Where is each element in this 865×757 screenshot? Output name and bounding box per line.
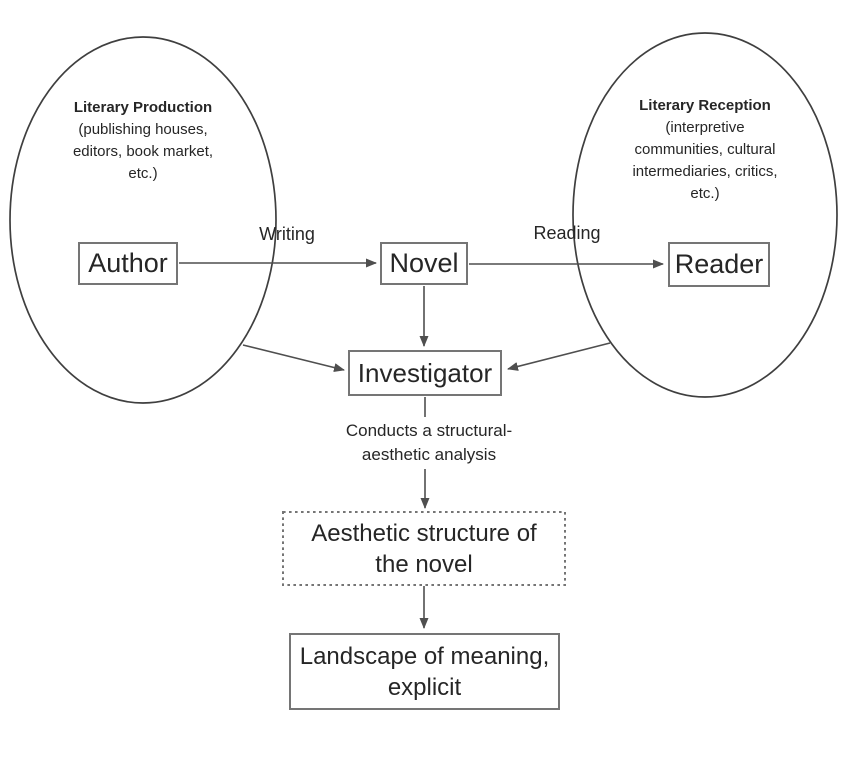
literary-reception-line: (interpretive [665,119,745,136]
literary-production-title: Literary Production [73,99,213,116]
author-node-label: Author [88,247,168,278]
aesthetic-structure-border [282,511,566,586]
landscape-line: explicit [387,673,462,701]
reading-label: Reading [533,223,601,243]
literary-reception-title: Literary Reception [639,97,771,114]
reader-node-label: Reader [674,248,764,279]
landscape-line: Landscape of meaning, [299,642,550,670]
reader-node: Reader [668,242,770,287]
aesthetic-structure-line: the novel [375,550,473,578]
arrow-reception-to-investigator [507,342,611,371]
investigator-node: Investigator [348,350,502,396]
literary-reception-label: Literary Reception (interpretive communi… [600,95,810,205]
writing-label: Writing [259,224,315,244]
analysis-label: Conducts a structural- aesthetic analysi… [320,417,538,469]
literary-production-line: etc.) [128,165,158,182]
analysis-line: aesthetic analysis [361,445,497,464]
landscape-node: Landscape of meaning, explicit [289,633,560,710]
literary-reception-line: intermediaries, critics, [632,163,778,180]
analysis-line: Conducts a structural- [345,421,513,440]
novel-node-label: Novel [389,247,459,278]
literary-production-line: (publishing houses, [78,121,208,138]
literary-reception-ellipse [572,32,838,398]
investigator-node-label: Investigator [357,357,493,388]
aesthetic-structure-node: Aesthetic structure of the novel [283,512,565,585]
literary-production-ellipse [9,36,277,404]
arrow-production-to-investigator [242,344,345,372]
literary-reception-line: etc.) [690,185,720,202]
literary-production-line: editors, book market, [72,143,214,160]
literary-production-label: Literary Production (publishing houses, … [43,97,243,185]
novel-node: Novel [380,242,468,285]
aesthetic-structure-line: Aesthetic structure of [311,519,537,547]
author-node: Author [78,242,178,285]
literary-reception-line: communities, cultural [634,141,776,158]
